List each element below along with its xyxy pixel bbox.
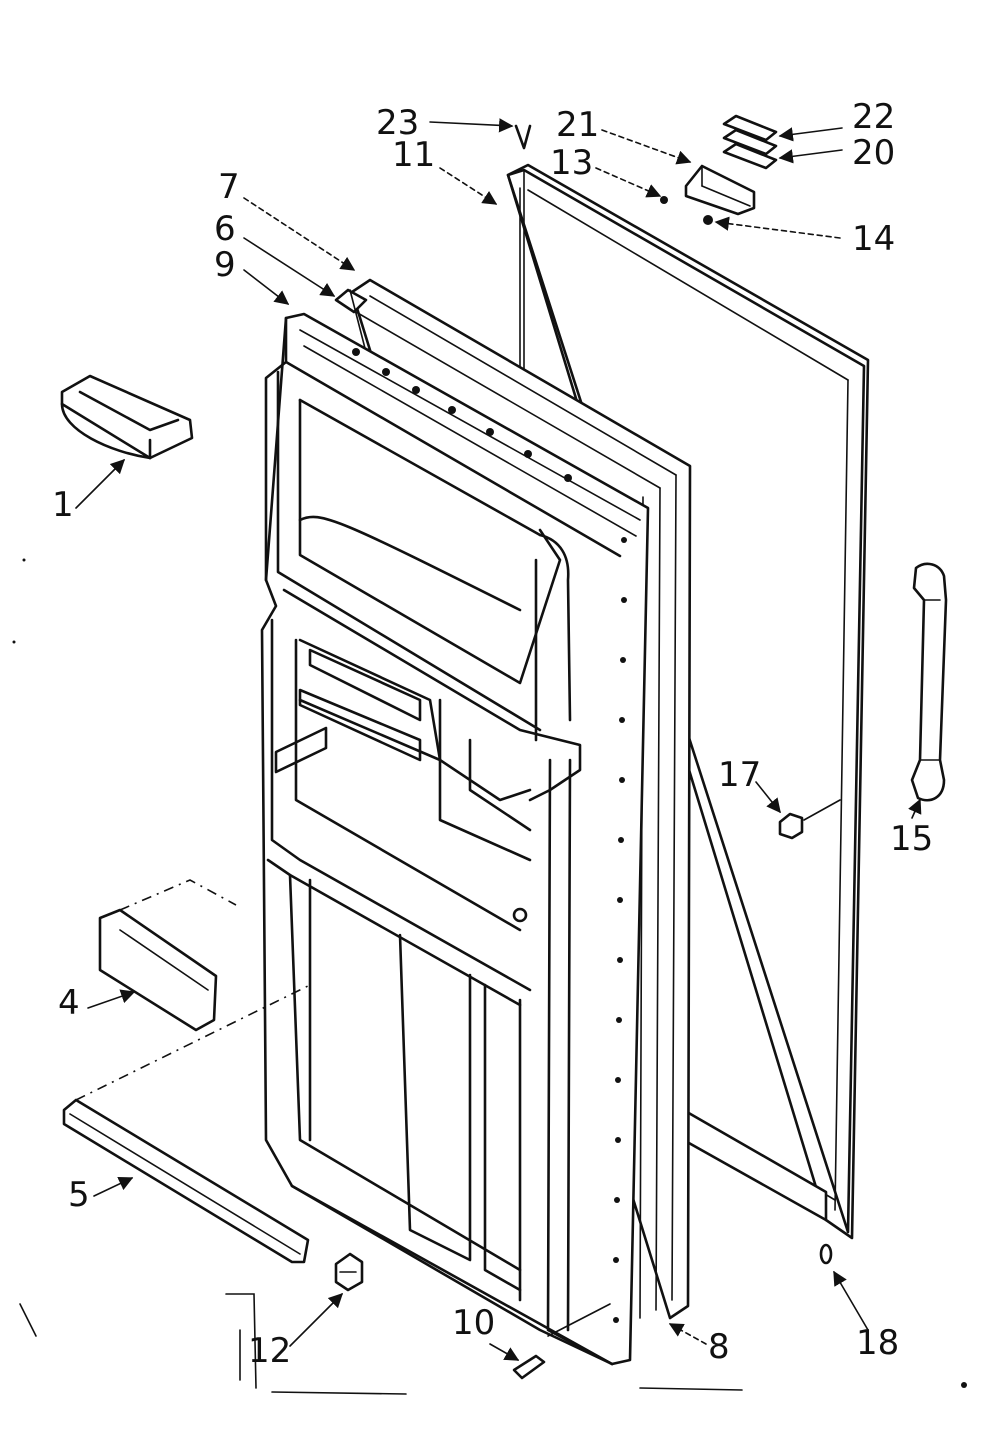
dairy-door: [98, 879, 237, 1032]
callout-10: 10: [452, 1303, 495, 1343]
callout-4: 4: [58, 983, 80, 1023]
callout-1: 1: [52, 485, 74, 525]
hinge-pin-top: [514, 124, 532, 150]
leader-lines: [75, 118, 922, 1361]
callout-9: 9: [214, 245, 236, 285]
handle-plug: [778, 812, 804, 840]
hinge-bracket: [684, 164, 756, 216]
callout-8: 8: [708, 1327, 730, 1367]
callout-12: 12: [248, 1331, 291, 1371]
door-handle: [910, 562, 948, 802]
butter-compartment: [60, 374, 194, 460]
callout-14: 14: [852, 219, 895, 259]
bottom-hinge-pin: [819, 1243, 833, 1265]
scan-marks: [12, 558, 967, 1395]
callout-13: 13: [550, 143, 593, 183]
hinge-screw: [660, 196, 713, 225]
shim-plates: [722, 114, 778, 170]
callout-21: 21: [556, 105, 599, 145]
callout-23: 23: [376, 103, 419, 143]
callout-15: 15: [890, 819, 933, 859]
callout-18: 18: [856, 1323, 899, 1363]
callout-6: 6: [214, 209, 236, 249]
callout-11: 11: [392, 135, 435, 175]
inner-door-liner: [260, 312, 650, 1366]
callout-5: 5: [68, 1175, 90, 1215]
callout-labels: 23 11 21 13 22 20 14 7 6 9 1 17 15 4 5 1…: [52, 97, 933, 1371]
door-shelf-rail: [62, 984, 311, 1264]
callout-22: 22: [852, 97, 895, 137]
callout-7: 7: [218, 167, 240, 207]
hinge-cap: [512, 1354, 546, 1380]
callout-17: 17: [718, 755, 761, 795]
callout-20: 20: [852, 133, 895, 173]
door-stop: [334, 1252, 364, 1292]
